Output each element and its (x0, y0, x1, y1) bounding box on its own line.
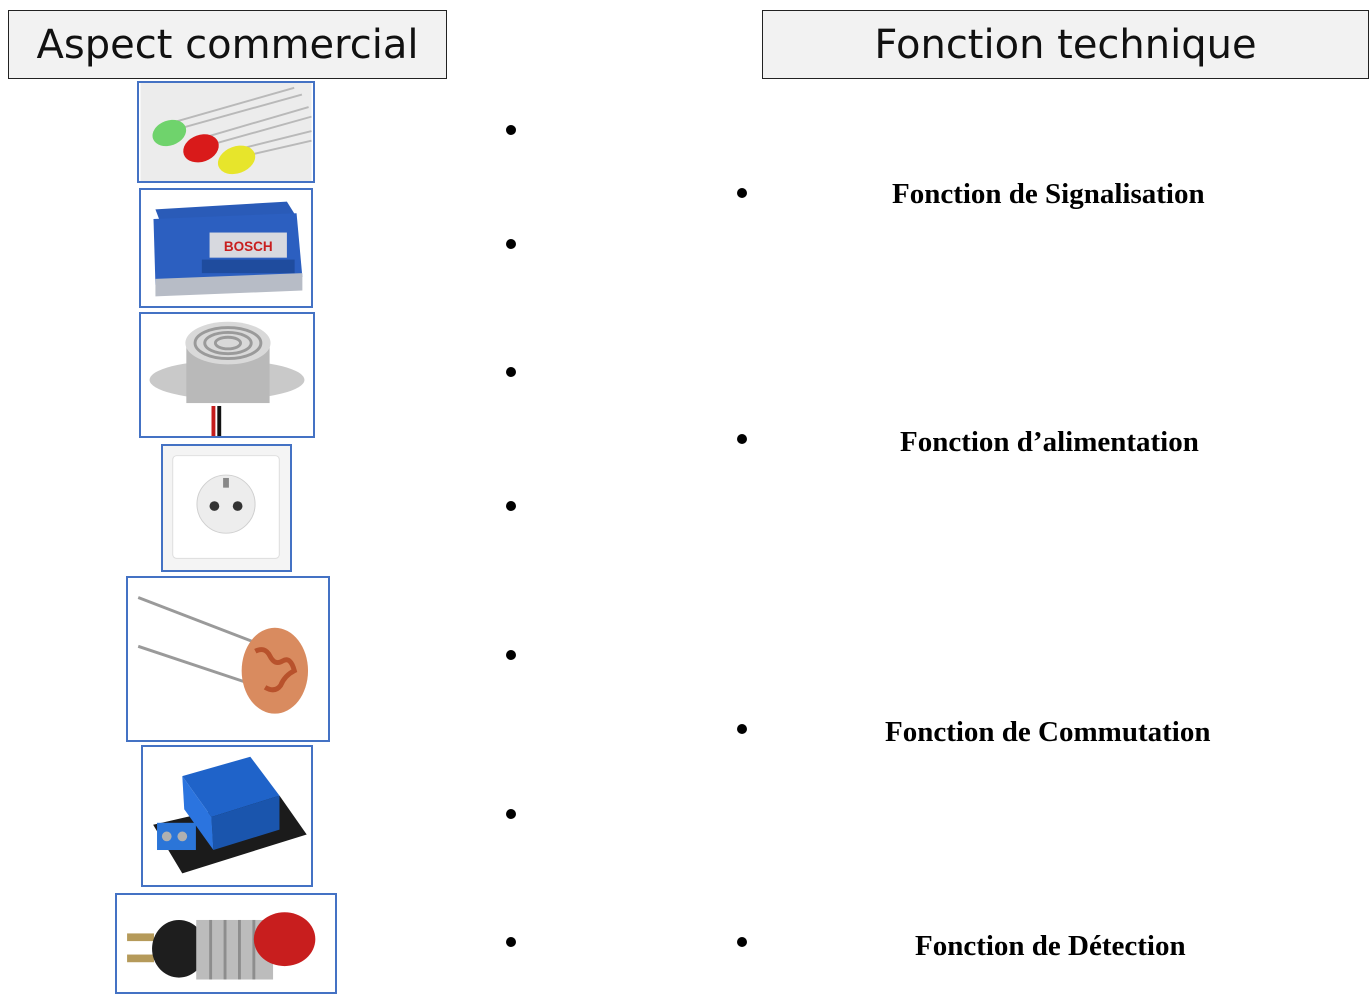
function-label-signalisation: Fonction de Signalisation (892, 178, 1205, 210)
photoresistor-icon (128, 578, 328, 740)
buzzer-image (139, 312, 315, 438)
push-button-icon (119, 895, 333, 992)
svg-text:BOSCH: BOSCH (224, 239, 273, 254)
battery-image: BOSCH (139, 188, 313, 308)
battery-icon: BOSCH (141, 190, 311, 306)
left-connector-dot[interactable] (506, 937, 516, 947)
left-connector-dot[interactable] (506, 501, 516, 511)
left-connector-dot[interactable] (506, 367, 516, 377)
right-connector-dot[interactable] (737, 434, 747, 444)
power-socket-icon (163, 446, 290, 570)
left-connector-dot[interactable] (506, 125, 516, 135)
right-connector-dot[interactable] (737, 188, 747, 198)
function-label-detection: Fonction de Détection (915, 930, 1186, 962)
socket-image (161, 444, 292, 572)
relay-image (141, 745, 313, 887)
relay-module-icon (143, 747, 311, 885)
right-connector-dot[interactable] (737, 937, 747, 947)
buzzer-icon (141, 314, 313, 436)
photoresistor-image (126, 576, 330, 742)
led-image (137, 81, 315, 183)
left-connector-dot[interactable] (506, 809, 516, 819)
led-icon (140, 83, 312, 181)
header-aspect-commercial: Aspect commercial (8, 10, 447, 79)
function-label-commutation: Fonction de Commutation (885, 716, 1211, 748)
left-connector-dot[interactable] (506, 239, 516, 249)
pushbutton-image (115, 893, 337, 994)
left-connector-dot[interactable] (506, 650, 516, 660)
header-fonction-technique: Fonction technique (762, 10, 1369, 79)
right-connector-dot[interactable] (737, 724, 747, 734)
function-label-alimentation: Fonction d’alimentation (900, 426, 1199, 458)
